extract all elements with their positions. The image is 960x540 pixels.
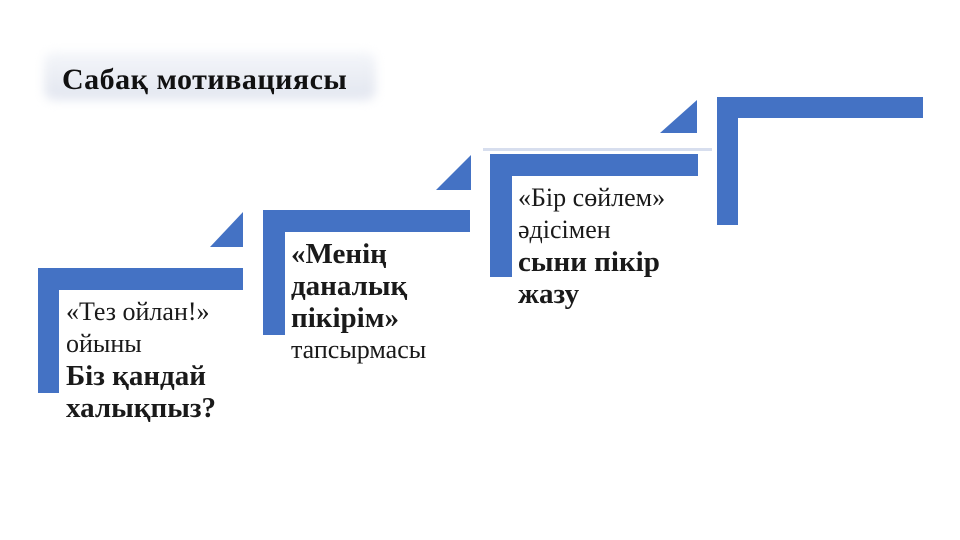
step-2-top-bar	[263, 210, 470, 232]
step-3-connector-triangle-icon	[436, 155, 471, 190]
step-2-text: «Менің даналық пікірім» тапсырмасы	[291, 238, 426, 366]
step-3-text: «Бір сөйлем» әдісімен сыни пікір жазу	[518, 182, 665, 310]
step-1-line-4: халықпыз?	[66, 392, 216, 424]
step-1-line-2: ойыны	[66, 329, 142, 358]
step-3-top-bar	[490, 154, 698, 176]
step-2-line-3: пікірім»	[291, 302, 399, 334]
step-3-line-3: сыни пікір	[518, 246, 660, 278]
step-4-connector-triangle-icon	[660, 100, 697, 133]
step-1-top-bar	[38, 268, 243, 290]
step-4-left-bar	[717, 97, 738, 225]
step-1-line-1: «Тез ойлан!»	[66, 297, 210, 326]
step-3-line-1: «Бір сөйлем»	[518, 183, 666, 212]
step-4-top-bar	[717, 97, 923, 118]
step-2-line-4: тапсырмасы	[291, 335, 427, 364]
step-2-line-2: даналық	[291, 270, 408, 302]
step-3-line-2: әдісімен	[518, 215, 611, 244]
step-1-text: «Тез ойлан!» ойыны Біз қандай халықпыз?	[66, 296, 216, 424]
step-2-connector-triangle-icon	[210, 212, 243, 247]
step-1-left-bar	[38, 268, 59, 393]
step-1-line-3: Біз қандай	[66, 360, 206, 392]
step-2-left-bar	[263, 210, 285, 335]
step-3-left-bar	[490, 154, 512, 277]
title-highlight-band	[44, 52, 376, 100]
step-2-line-1: «Менің	[291, 238, 387, 270]
step-3-top-edge-line	[483, 148, 712, 151]
slide-title: Сабақ мотивациясы	[62, 63, 348, 96]
step-3-line-4: жазу	[518, 278, 580, 310]
